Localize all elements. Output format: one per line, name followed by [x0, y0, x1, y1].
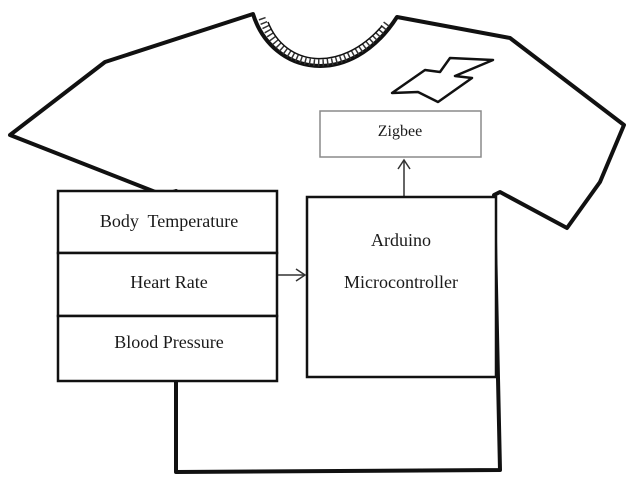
body-temperature-label: Body Temperature: [100, 211, 238, 231]
heart-rate-label: Heart Rate: [130, 272, 207, 292]
blood-pressure-label: Blood Pressure: [114, 332, 224, 352]
zigbee-label: Zigbee: [378, 123, 422, 140]
arduino-label-line2: Microcontroller: [344, 272, 458, 292]
wireless-lightning-icon: [392, 58, 493, 102]
arduino-label-line1: Arduino: [371, 230, 431, 250]
collar-ribbing: [262, 18, 388, 63]
